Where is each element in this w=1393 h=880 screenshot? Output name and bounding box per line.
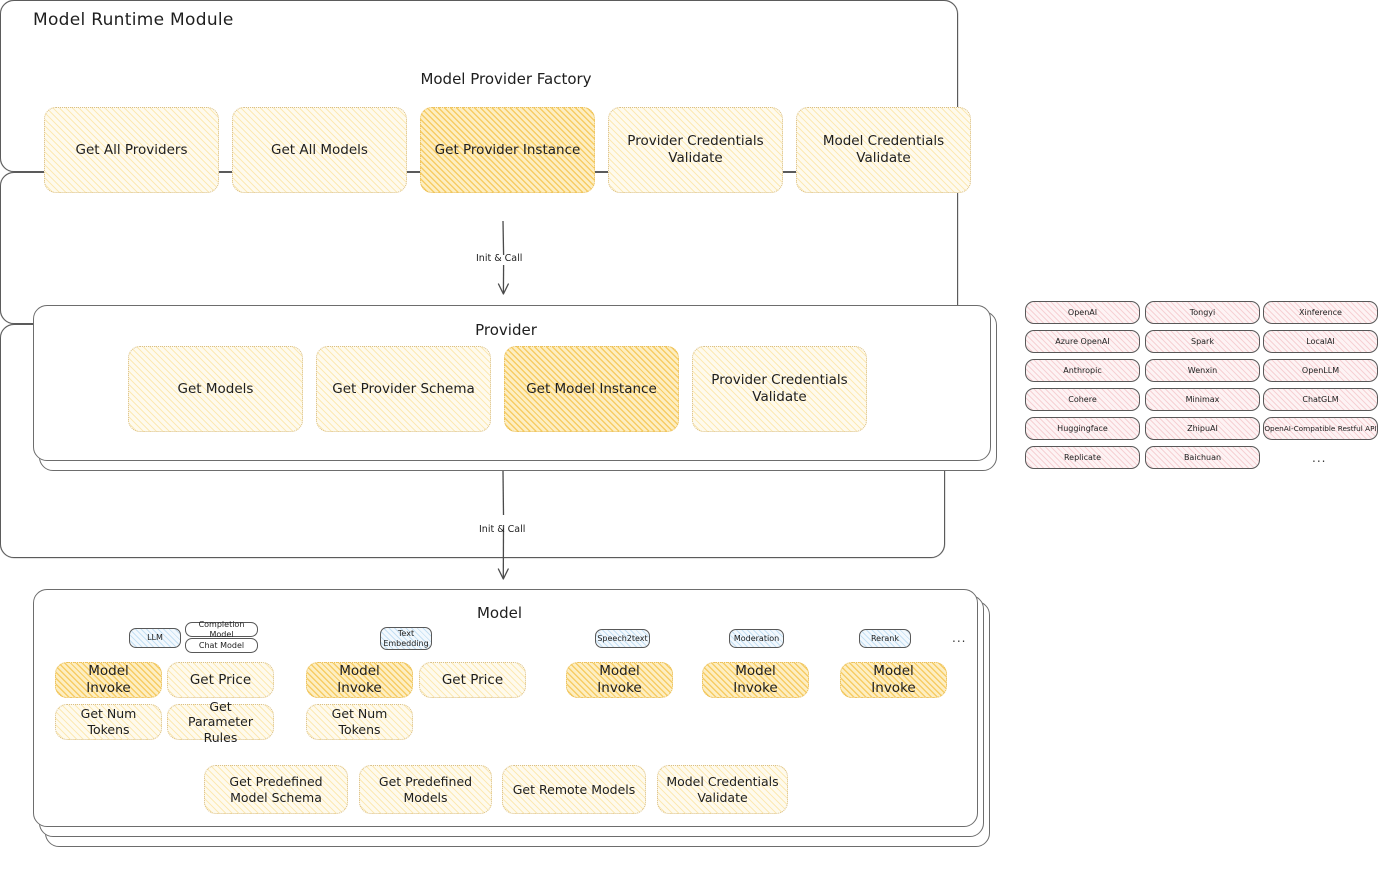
node-get-price-llm[interactable]: Get Price bbox=[167, 662, 274, 698]
model-provider-factory-title: Model Provider Factory bbox=[420, 70, 592, 88]
node-model-invoke-rerank[interactable]: Model Invoke bbox=[840, 662, 947, 698]
node-provider-credentials-validate[interactable]: Provider Credentials Validate bbox=[692, 346, 867, 432]
pill-openai-compatible-restful-api[interactable]: OpenAI-Compatible Restful API bbox=[1263, 417, 1378, 440]
node-get-model-instance[interactable]: Get Model Instance bbox=[504, 346, 679, 432]
pill-anthropic[interactable]: Anthropic bbox=[1025, 359, 1140, 382]
pill-wenxin[interactable]: Wenxin bbox=[1145, 359, 1260, 382]
node-model-invoke-llm[interactable]: Model Invoke bbox=[55, 662, 162, 698]
tag-speech2text[interactable]: Speech2text bbox=[595, 629, 650, 648]
tag-rerank[interactable]: Rerank bbox=[859, 629, 911, 648]
pill-minimax[interactable]: Minimax bbox=[1145, 388, 1260, 411]
node-get-predefined-models[interactable]: Get Predefined Models bbox=[359, 765, 492, 814]
pill-zhipuai[interactable]: ZhipuAI bbox=[1145, 417, 1260, 440]
pill-cohere[interactable]: Cohere bbox=[1025, 388, 1140, 411]
node-get-num-tokens-text-embedding[interactable]: Get Num Tokens bbox=[306, 704, 413, 740]
connector-factory-to-provider bbox=[497, 220, 509, 295]
tag-moderation[interactable]: Moderation bbox=[729, 629, 784, 648]
model-title: Model bbox=[476, 604, 523, 622]
pill-xinference[interactable]: Xinference bbox=[1263, 301, 1378, 324]
node-get-parameter-rules-llm[interactable]: Get Parameter Rules bbox=[167, 699, 274, 745]
connector-label-init-call-2: Init & Call bbox=[479, 524, 526, 535]
node-get-provider-schema[interactable]: Get Provider Schema bbox=[316, 346, 491, 432]
page-title: Model Runtime Module bbox=[33, 10, 234, 30]
provider-frame bbox=[0, 172, 958, 324]
node-provider-credentials-validate-factory[interactable]: Provider Credentials Validate bbox=[608, 107, 783, 193]
node-model-credentials-validate-model[interactable]: Model Credentials Validate bbox=[657, 765, 788, 814]
node-get-models[interactable]: Get Models bbox=[128, 346, 303, 432]
model-groups-ellipsis: ... bbox=[952, 631, 967, 645]
node-model-invoke-text-embedding[interactable]: Model Invoke bbox=[306, 662, 413, 698]
node-model-credentials-validate-factory[interactable]: Model Credentials Validate bbox=[796, 107, 971, 193]
pill-chatglm[interactable]: ChatGLM bbox=[1263, 388, 1378, 411]
provider-title: Provider bbox=[475, 321, 537, 339]
node-get-all-models[interactable]: Get All Models bbox=[232, 107, 407, 193]
node-get-predefined-model-schema[interactable]: Get Predefined Model Schema bbox=[204, 765, 348, 814]
tag-llm[interactable]: LLM bbox=[129, 628, 181, 648]
pill-baichuan[interactable]: Baichuan bbox=[1145, 446, 1260, 469]
tag-text-embedding[interactable]: Text Embedding bbox=[380, 627, 432, 650]
node-get-remote-models[interactable]: Get Remote Models bbox=[502, 765, 646, 814]
pill-azure-openai[interactable]: Azure OpenAI bbox=[1025, 330, 1140, 353]
tag-chat-model[interactable]: Chat Model bbox=[185, 638, 258, 653]
node-get-num-tokens-llm[interactable]: Get Num Tokens bbox=[55, 704, 162, 740]
node-get-provider-instance[interactable]: Get Provider Instance bbox=[420, 107, 595, 193]
pill-huggingface[interactable]: Huggingface bbox=[1025, 417, 1140, 440]
pill-tongyi[interactable]: Tongyi bbox=[1145, 301, 1260, 324]
pill-openllm[interactable]: OpenLLM bbox=[1263, 359, 1378, 382]
pill-openai[interactable]: OpenAI bbox=[1025, 301, 1140, 324]
tag-completion-model[interactable]: Completion Model bbox=[185, 620, 258, 639]
node-model-invoke-speech2text[interactable]: Model Invoke bbox=[566, 662, 673, 698]
node-get-price-text-embedding[interactable]: Get Price bbox=[419, 662, 526, 698]
connector-label-init-call-1: Init & Call bbox=[476, 253, 523, 264]
node-model-invoke-moderation[interactable]: Model Invoke bbox=[702, 662, 809, 698]
connector-provider-to-model bbox=[497, 470, 509, 580]
node-get-all-providers[interactable]: Get All Providers bbox=[44, 107, 219, 193]
pill-replicate[interactable]: Replicate bbox=[1025, 446, 1140, 469]
pill-spark[interactable]: Spark bbox=[1145, 330, 1260, 353]
pill-localai[interactable]: LocalAI bbox=[1263, 330, 1378, 353]
provider-list-ellipsis: ... bbox=[1312, 451, 1327, 465]
